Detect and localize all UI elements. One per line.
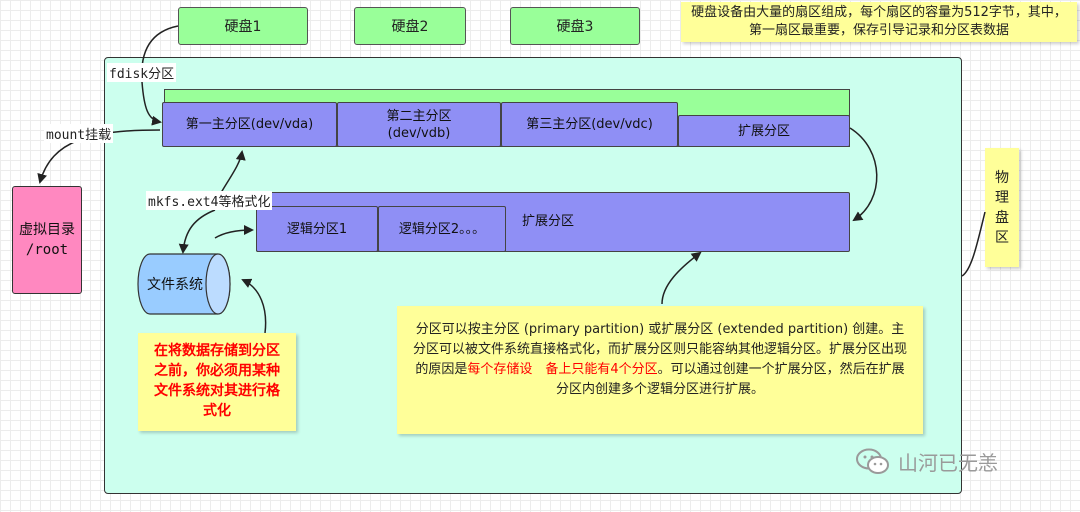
note-bottom: 分区可以按主分区 (primary partition) 或扩展分区 (exte… <box>397 306 923 434</box>
primary-partition-1-label: 第一主分区(dev/vda) <box>185 117 314 132</box>
wechat-icon <box>856 448 890 476</box>
logical-partition-2-label: 逻辑分区2。。。 <box>398 221 486 237</box>
disk-1-label: 硬盘1 <box>224 19 262 35</box>
primary-partition-2: 第二主分区 (dev/vdb) <box>337 102 501 147</box>
extended-partition-label: 扩展分区 <box>737 123 790 139</box>
primary-partition-2-label: 第二主分区 <box>386 108 452 124</box>
filesystem-label-text: 文件系统 <box>147 277 203 293</box>
extended-container-label: 扩展分区 <box>522 214 575 229</box>
disk-3-label: 硬盘3 <box>556 19 594 35</box>
note-top-text: 硬盘设备由大量的扇区组成，每个扇区的容量为512字节，其中，第一扇区最重要，保存… <box>691 5 1067 38</box>
note-bottom-arrow <box>661 251 702 305</box>
virtual-directory: 虚拟目录 /root <box>12 186 82 294</box>
mkfs-label-text: mkfs.ext4等格式化 <box>148 195 271 210</box>
note-bottom-highlight: 每个存储设 备上只能有4个分区 <box>467 362 658 377</box>
extended-arrow <box>849 127 878 222</box>
format-note-arrow <box>241 278 267 334</box>
note-format: 在将数据存储到分区之前，你必须用某种文件系统对其进行格式化 <box>138 333 296 431</box>
note-bottom-text-2: 。可以通过创建一个扩展分区，然后在扩展分区内创建多个逻辑分区进行扩展。 <box>555 362 905 397</box>
physical-arrow <box>961 211 986 277</box>
primary-partition-2-sublabel: (dev/vdb) <box>387 125 451 141</box>
virtual-directory-path: /root <box>25 242 69 258</box>
virtual-directory-label: 虚拟目录 <box>19 222 75 238</box>
primary-partition-3-label: 第三主分区(dev/vdc) <box>526 117 653 132</box>
logical-partition-2: 逻辑分区2。。。 <box>378 206 506 252</box>
fdisk-label: fdisk分区 <box>107 63 177 82</box>
note-top: 硬盘设备由大量的扇区组成，每个扇区的容量为512字节，其中，第一扇区最重要，保存… <box>681 2 1077 42</box>
watermark-text: 山河已无恙 <box>898 451 998 475</box>
watermark: 山河已无恙 <box>856 447 998 476</box>
filesystem-cylinder <box>137 253 231 315</box>
disk-1: 硬盘1 <box>178 7 308 45</box>
primary-partition-1: 第一主分区(dev/vda) <box>162 102 337 147</box>
disk-2-label: 硬盘2 <box>391 19 429 35</box>
logical-partition-1: 逻辑分区1 <box>256 206 378 252</box>
note-format-text: 在将数据存储到分区之前，你必须用某种文件系统对其进行格式化 <box>154 343 280 419</box>
mkfs-label: mkfs.ext4等格式化 <box>146 191 273 210</box>
disk-3: 硬盘3 <box>510 7 640 45</box>
physical-disk-label: 物理盘区 <box>995 169 1009 246</box>
fdisk-label-text: fdisk分区 <box>109 67 175 82</box>
mount-label: mount挂载 <box>44 124 114 143</box>
disk-2: 硬盘2 <box>354 7 466 45</box>
mkfs-arrow-down <box>178 209 216 254</box>
physical-disk-note: 物理盘区 <box>985 148 1019 267</box>
fs-to-logical-arrow <box>214 225 254 239</box>
mount-label-text: mount挂载 <box>46 128 112 143</box>
primary-partition-3: 第三主分区(dev/vdc) <box>501 102 678 147</box>
note-bottom-text: 分区可以按主分区 (primary partition) 或扩展分区 (exte… <box>413 322 908 377</box>
logical-partition-1-label: 逻辑分区1 <box>286 221 348 237</box>
extended-partition: 扩展分区 <box>678 115 850 147</box>
filesystem-label: 文件系统 <box>140 274 210 294</box>
